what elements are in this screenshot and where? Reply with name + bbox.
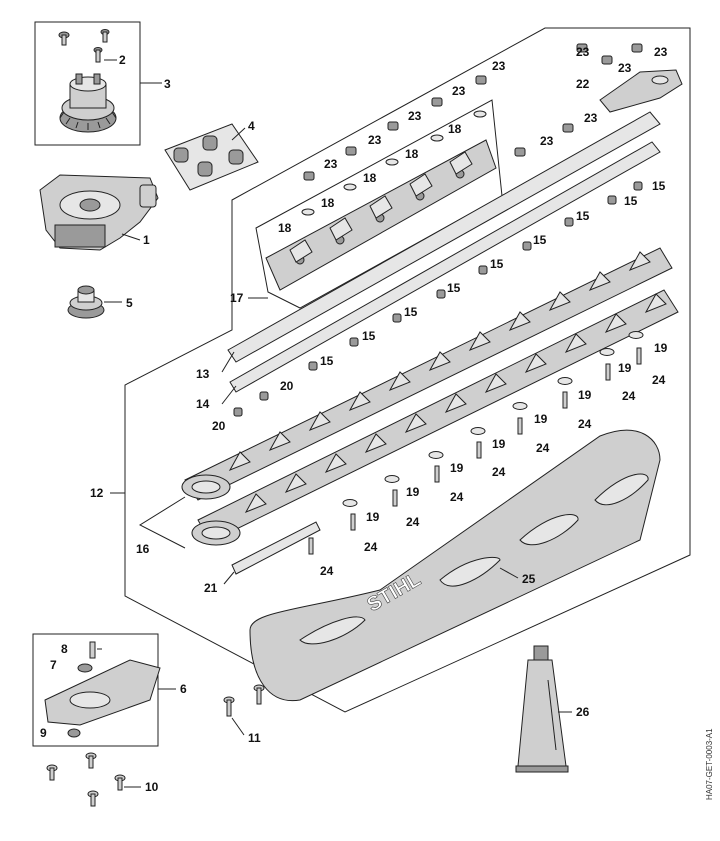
callout-14: 14 (196, 397, 210, 411)
callout-17: 17 (230, 291, 244, 305)
callout-15: 15 (652, 179, 666, 193)
callout-18: 18 (363, 171, 377, 185)
callout-18: 18 (278, 221, 292, 235)
guide-bar-13 (227, 111, 661, 363)
screw-icon (223, 684, 265, 717)
callout-20: 20 (280, 379, 294, 393)
drawing-code: HA07-GET-0003-A1 (705, 728, 714, 800)
callout-23: 23 (618, 61, 632, 75)
callout-16-bracket (138, 496, 186, 549)
callout-2: 3 (164, 77, 171, 91)
callout-15: 15 (404, 305, 418, 319)
callout-18: 18 (448, 122, 462, 136)
callout-24: 24 (320, 564, 334, 578)
callout-23: 23 (324, 157, 338, 171)
callout-15: 15 (490, 257, 504, 271)
callout-24: 24 (406, 515, 420, 529)
screw-icon (58, 31, 70, 46)
housing-box (32, 633, 159, 747)
callout-23: 23 (452, 84, 466, 98)
callout-9: 9 (40, 726, 47, 740)
callout-19: 19 (366, 510, 380, 524)
callout-24: 24 (578, 417, 592, 431)
callout-7: 7 (50, 658, 57, 672)
gear-housing-icon (39, 174, 159, 251)
callout-labels: 3 4 1 5 17 13 14 20 20 12 16 21 24 25 6 … (40, 45, 668, 794)
callout-21: 21 (204, 581, 218, 595)
callout-23: 23 (654, 45, 668, 59)
callout-11: 11 (248, 731, 261, 745)
washer-icon (342, 331, 644, 507)
callout-15: 15 (362, 329, 376, 343)
callout-19: 19 (450, 461, 464, 475)
callout-19: 19 (654, 341, 668, 355)
grease-tube-icon (515, 645, 569, 773)
callout-24: 24 (492, 465, 506, 479)
callout-24: 24 (450, 490, 464, 504)
callout-10: 10 (145, 780, 159, 794)
callout-26: 26 (576, 705, 590, 719)
washer-icon (301, 110, 487, 216)
cutter-assembly-outline (124, 27, 691, 713)
callout-19: 19 (406, 485, 420, 499)
callout-18: 18 (321, 196, 335, 210)
callout-25: 25 (522, 572, 536, 586)
gear-icon (59, 73, 117, 133)
callout-16: 16 (136, 542, 150, 556)
callout-19: 19 (534, 412, 548, 426)
callout-23: 23 (408, 109, 422, 123)
callout-22: 22 (576, 77, 590, 91)
blade-icon (181, 247, 679, 546)
callout-19: 19 (578, 388, 592, 402)
callout-23: 23 (576, 45, 590, 59)
callout-15: 15 (576, 209, 590, 223)
callout-23: 23 (584, 111, 598, 125)
callout-12: 12 (90, 486, 104, 500)
nut-icon (303, 43, 643, 181)
screw-icon (93, 47, 103, 63)
callout-15: 15 (320, 354, 334, 368)
callout-3: 2 (119, 53, 126, 67)
housing-cover-icon (44, 641, 161, 738)
plate-21 (231, 521, 321, 575)
damper-plate (164, 123, 259, 191)
spacer-icon (233, 181, 643, 417)
callout-24: 24 (536, 441, 550, 455)
bushing-icon (67, 285, 105, 319)
retainer-plate-icon (265, 139, 497, 291)
callout-15: 15 (533, 233, 547, 247)
callout-24: 24 (622, 389, 636, 403)
callout-8: 8 (61, 642, 68, 656)
callout-15: 15 (447, 281, 461, 295)
callout-23: 23 (540, 134, 554, 148)
callout-20: 20 (212, 419, 226, 433)
callout-4: 4 (248, 119, 255, 133)
callout-6: 6 (180, 682, 187, 696)
callout-1: 1 (143, 233, 150, 247)
screw-icon (100, 29, 110, 43)
callout-15: 15 (624, 194, 638, 208)
callout-18: 18 (405, 147, 419, 161)
callout-13: 13 (196, 367, 210, 381)
callout-5: 5 (126, 296, 133, 310)
guide-rail-end-icon (599, 69, 683, 113)
callout-24: 24 (652, 373, 666, 387)
callout-23: 23 (492, 59, 506, 73)
screw-icon (308, 347, 642, 555)
damper-icon (173, 135, 244, 177)
callout-19: 19 (618, 361, 632, 375)
callout-24: 24 (364, 540, 378, 554)
callout-19: 19 (492, 437, 506, 451)
callout-23: 23 (368, 133, 382, 147)
screw-icon (46, 752, 126, 807)
